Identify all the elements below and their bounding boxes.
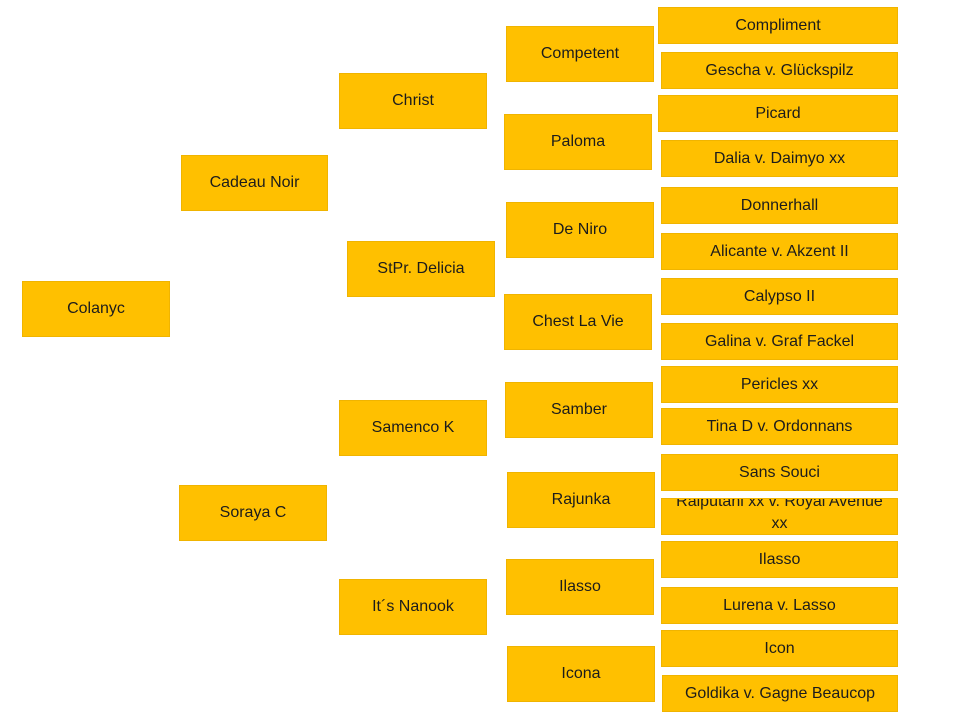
gen4-box: Galina v. Graf Fackel: [661, 323, 898, 360]
gen4-box: Alicante v. Akzent II: [661, 233, 898, 270]
gen4-name: Picard: [755, 105, 801, 122]
dam-box: Soraya C: [179, 485, 327, 541]
gen3-box: Paloma: [504, 114, 652, 170]
gen4-box: Ilasso: [661, 541, 898, 578]
gen3-name: Rajunka: [551, 491, 611, 508]
gen4-box: Lurena v. Lasso: [661, 587, 898, 624]
sire-name: Cadeau Noir: [209, 174, 300, 191]
sire-dam-box: StPr. Delicia: [347, 241, 495, 297]
gen4-box: Icon: [661, 630, 898, 667]
gen3-box: Icona: [507, 646, 655, 702]
gen4-box: Compliment: [658, 7, 898, 44]
gen4-box: Dalia v. Daimyo xx: [661, 140, 898, 177]
gen3-name: Samber: [550, 401, 608, 418]
gen4-name: Ilasso: [758, 551, 801, 568]
gen4-name: Donnerhall: [740, 197, 819, 214]
subject-horse-box: Colanyc: [22, 281, 170, 337]
gen4-box: Calypso II: [661, 278, 898, 315]
gen3-name: Chest La Vie: [532, 313, 624, 330]
gen4-name: Gescha v. Glückspilz: [705, 62, 854, 79]
gen4-name: Tina D v. Ordonnans: [706, 418, 853, 435]
dam-sire-box: Samenco K: [339, 400, 487, 456]
gen4-name: Lurena v. Lasso: [723, 597, 836, 614]
gen4-name: Alicante v. Akzent II: [710, 243, 849, 260]
gen3-box: Ilasso: [506, 559, 654, 615]
gen3-name: Paloma: [550, 133, 606, 150]
gen4-name: Icon: [764, 640, 795, 657]
gen4-box: Gescha v. Glückspilz: [661, 52, 898, 89]
gen4-box: Picard: [658, 95, 898, 132]
gen3-box: Chest La Vie: [504, 294, 652, 350]
gen4-name: Compliment: [735, 17, 821, 34]
gen3-box: Rajunka: [507, 472, 655, 528]
gen3-name: Competent: [540, 45, 620, 62]
sire-dam-name: StPr. Delicia: [377, 260, 465, 277]
gen3-name: Ilasso: [559, 578, 601, 595]
subject-horse-name: Colanyc: [67, 300, 125, 317]
gen3-name: Icona: [561, 665, 601, 682]
gen4-box: Raiputani xx v. Royal Avenue xx: [661, 498, 898, 535]
gen4-box: Donnerhall: [661, 187, 898, 224]
dam-dam-name: It´s Nanook: [372, 598, 454, 615]
gen4-box: Tina D v. Ordonnans: [661, 408, 898, 445]
gen4-box: Pericles xx: [661, 366, 898, 403]
dam-dam-box: It´s Nanook: [339, 579, 487, 635]
gen4-name: Dalia v. Daimyo xx: [713, 150, 846, 167]
gen3-box: Competent: [506, 26, 654, 82]
gen4-name: Sans Souci: [739, 464, 820, 481]
sire-sire-name: Christ: [392, 92, 434, 109]
sire-sire-box: Christ: [339, 73, 487, 129]
gen4-box: Sans Souci: [661, 454, 898, 491]
sire-box: Cadeau Noir: [181, 155, 328, 211]
gen3-box: Samber: [505, 382, 653, 438]
gen3-name: De Niro: [552, 221, 608, 238]
gen4-box: Goldika v. Gagne Beaucop: [662, 675, 898, 712]
gen4-name: Raiputani xx v. Royal Avenue xx: [676, 498, 883, 532]
gen4-name: Goldika v. Gagne Beaucop: [684, 685, 876, 702]
gen3-box: De Niro: [506, 202, 654, 258]
dam-name: Soraya C: [219, 504, 287, 521]
dam-sire-name: Samenco K: [371, 419, 455, 436]
gen4-name: Calypso II: [743, 288, 816, 305]
gen4-name: Galina v. Graf Fackel: [704, 333, 855, 350]
gen4-name: Pericles xx: [740, 376, 819, 393]
